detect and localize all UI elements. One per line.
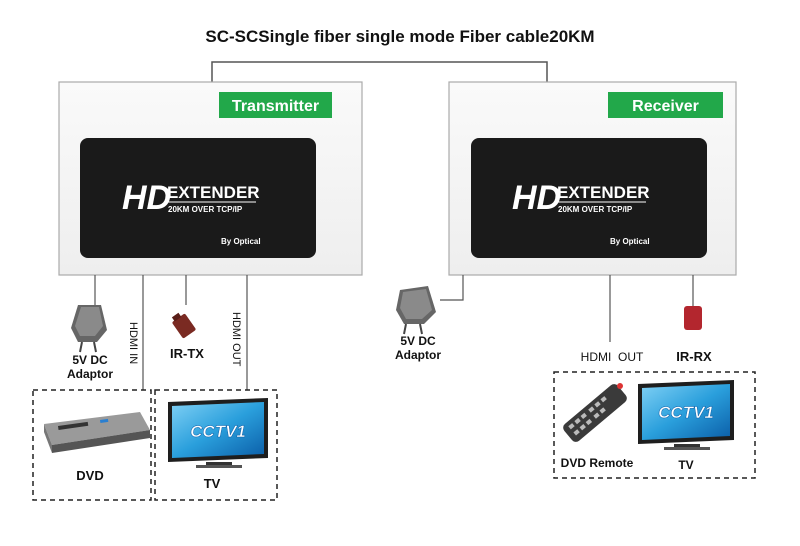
transmitter-brand-extender: EXTENDER	[167, 183, 260, 202]
receiver-device	[471, 138, 707, 258]
receiver-badge	[608, 92, 723, 118]
tv-screen-logo-right: CCTV1	[658, 403, 714, 422]
fiber-cable-line	[211, 61, 548, 82]
power-adaptor-icon-right	[396, 286, 436, 335]
hdmi-in-label: HDMI IN	[127, 322, 139, 364]
transmitter-unit: Transmitter HD EXTENDER 20KM OVER TCP/IP…	[58, 81, 363, 276]
tv-screen-logo-left: CCTV1	[190, 422, 246, 441]
rx-hdmi-out-label: HDMI OUT	[581, 350, 644, 364]
receiver-unit: Receiver HD EXTENDER 20KM OVER TCP/IP By…	[448, 81, 737, 276]
ir-receiver-icon	[684, 306, 702, 330]
tv-label-right: TV	[678, 458, 693, 472]
remote-control-icon	[563, 383, 627, 442]
receiver-brand-extender: EXTENDER	[557, 183, 650, 202]
tv-icon-right: CCTV1	[638, 380, 734, 450]
ir-transmitter-icon	[171, 312, 196, 338]
tx-adaptor-label-line2: Adaptor	[67, 367, 113, 381]
hdmi-out-label: HDMI OUT	[230, 312, 242, 367]
dvd-label: DVD	[76, 468, 103, 483]
tv-dashed-frame-left	[154, 389, 278, 501]
ir-tx-label: IR-TX	[170, 346, 204, 361]
receiver-badge-label: Receiver	[632, 98, 699, 115]
receiver-brand-subtitle: 20KM OVER TCP/IP	[558, 205, 633, 214]
tv-label-left: TV	[204, 476, 221, 491]
rx-adaptor-line	[440, 275, 464, 301]
dvd-dashed-frame	[32, 389, 152, 501]
power-adaptor-icon	[71, 305, 107, 353]
transmitter-by-optical: By Optical	[221, 237, 261, 246]
receiver-output-dashed-frame	[553, 371, 756, 479]
ir-rx-label: IR-RX	[676, 349, 712, 364]
transmitter-badge	[219, 92, 332, 118]
receiver-brand-hd: HD	[512, 179, 561, 217]
rx-adaptor-label-line2: Adaptor	[395, 348, 441, 362]
dvd-player-icon	[44, 412, 150, 453]
diagram-title: SC-SCSingle fiber single mode Fiber cabl…	[205, 27, 594, 46]
transmitter-brand-hd: HD	[122, 179, 171, 217]
transmitter-device	[80, 138, 316, 258]
tx-adaptor-label-line1: 5V DC	[72, 353, 108, 367]
transmitter-brand-subtitle: 20KM OVER TCP/IP	[168, 205, 243, 214]
tv-icon-left: CCTV1	[168, 398, 268, 468]
transmitter-badge-label: Transmitter	[232, 98, 319, 115]
receiver-by-optical: By Optical	[610, 237, 650, 246]
dvd-remote-label: DVD Remote	[561, 456, 634, 470]
rx-adaptor-label-line1: 5V DC	[400, 334, 436, 348]
